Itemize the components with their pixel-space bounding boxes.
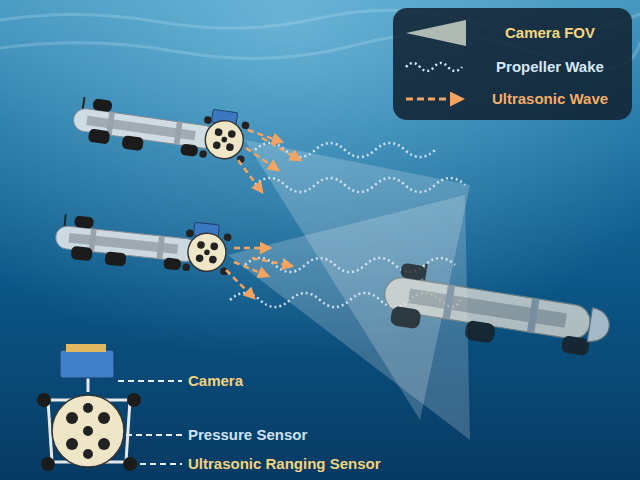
part-label: Ultrasonic Ranging Sensor <box>188 455 381 473</box>
wave-swatch <box>406 98 462 101</box>
fov-swatch <box>406 20 466 46</box>
follower-robot <box>71 90 251 165</box>
ultrasonic-wave <box>226 130 300 298</box>
wake-swatch <box>406 63 462 71</box>
leader-robot <box>380 258 615 361</box>
legend-text: Camera FOV <box>505 24 595 42</box>
legend-text: Ultrasonic Wave <box>492 90 608 108</box>
legend-panel <box>393 8 632 120</box>
part-label: Pressure Sensor <box>188 426 307 444</box>
follower-robot <box>53 208 232 277</box>
legend-text: Propeller Wake <box>496 58 604 76</box>
sensor-head-inset <box>37 344 141 471</box>
part-label: Camera <box>188 372 243 390</box>
leader-line <box>118 381 182 464</box>
